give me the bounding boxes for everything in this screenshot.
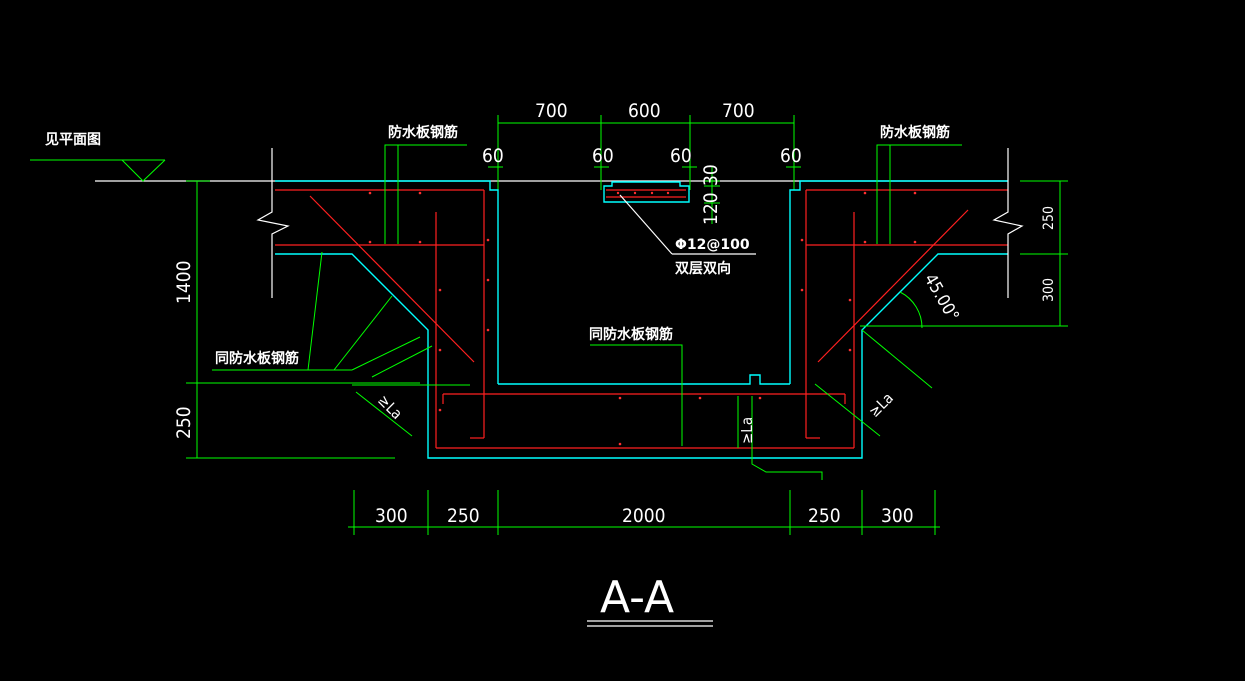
angle-label: 45.00° <box>920 271 963 326</box>
section-title: A-A <box>587 572 713 627</box>
same-waterproof-center-label: 同防水板钢筋 <box>589 326 673 343</box>
cover-slab-detail: 30 120 Φ12@100 双层双向 <box>603 164 756 277</box>
break-lines <box>256 148 1024 298</box>
same-waterproof-left-label: 同防水板钢筋 <box>215 350 299 367</box>
dim-sixty-1: 60 <box>482 145 504 167</box>
la-left-label: ≥La <box>374 391 406 423</box>
dim-slab-30: 30 <box>700 164 722 186</box>
right-vertical-dimensions: 250 300 <box>860 180 1068 327</box>
dim-left-1400: 1400 <box>173 261 195 305</box>
waterproof-rebar-right-label: 防水板钢筋 <box>880 124 950 141</box>
la-center-label: ≥La <box>738 417 756 444</box>
dim-sixty-3: 60 <box>670 145 692 167</box>
dim-right-250: 250 <box>1041 206 1057 230</box>
left-vertical-dimensions: 1400 250 <box>173 180 420 459</box>
dim-bottom-300-right: 300 <box>881 505 914 527</box>
rebar-spec-label: Φ12@100 <box>675 237 750 253</box>
dim-bottom-250-left: 250 <box>447 505 480 527</box>
la-right-label: ≥La <box>865 389 897 421</box>
dim-right-300: 300 <box>1041 278 1057 302</box>
dim-bottom-300-left: 300 <box>375 505 408 527</box>
dim-top-700-right: 700 <box>722 100 755 122</box>
bottom-dimension-group: 300 250 2000 250 300 <box>348 490 940 535</box>
top-dimension-group: 700 600 700 60 60 60 60 <box>482 100 802 190</box>
dim-sixty-4: 60 <box>780 145 802 167</box>
dim-left-250: 250 <box>173 406 195 439</box>
dim-slab-120: 120 <box>700 192 722 225</box>
see-plan-label: 见平面图 <box>45 132 101 148</box>
dim-bottom-2000: 2000 <box>622 505 666 527</box>
rebar-lines <box>275 189 1008 449</box>
concrete-outline <box>275 180 1008 459</box>
dim-sixty-2: 60 <box>592 145 614 167</box>
ground-level-symbol: 见平面图 <box>30 132 1008 182</box>
waterproof-rebar-left-label: 防水板钢筋 <box>388 124 458 141</box>
rebar-spec-note: 双层双向 <box>675 260 731 277</box>
dim-bottom-250-right: 250 <box>808 505 841 527</box>
leaders-and-labels: 防水板钢筋 防水板钢筋 同防水板钢筋 同防水板钢筋 ≥La ≥La ≥La 45… <box>212 124 963 480</box>
dim-top-600: 600 <box>628 100 661 122</box>
dim-top-700-left: 700 <box>535 100 568 122</box>
section-title-text: A-A <box>600 572 674 623</box>
